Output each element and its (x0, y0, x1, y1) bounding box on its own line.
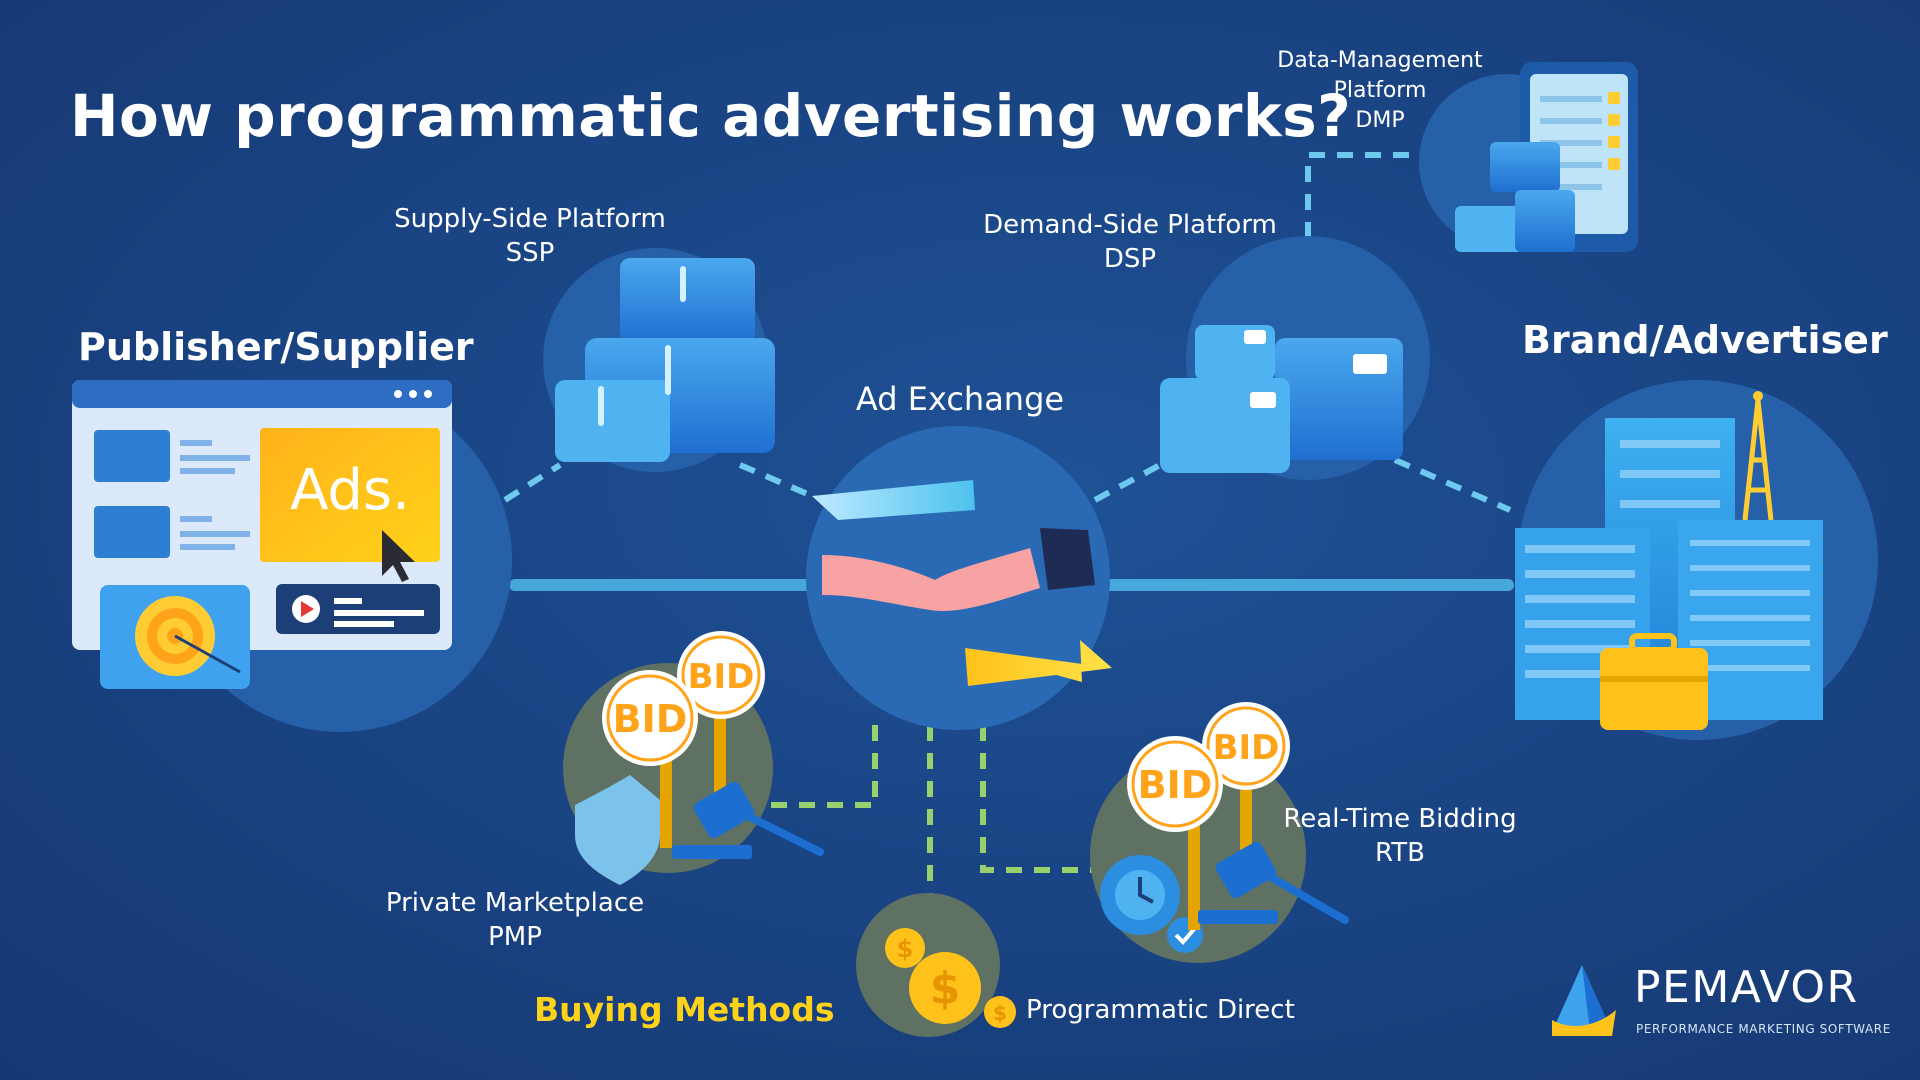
dmp-abbr: DMP (1355, 108, 1405, 133)
play-icon (301, 601, 314, 617)
cursor-icon (382, 530, 415, 582)
ssp-abbr: SSP (505, 238, 555, 268)
direct-label: Programmatic Direct (1026, 995, 1295, 1025)
svg-text:$: $ (993, 1001, 1007, 1025)
pmp-name: Private Marketplace (385, 888, 645, 918)
bid-sign-text: BID (1138, 763, 1213, 807)
dollar-coin-icon (984, 996, 1016, 1028)
dsp-boxes-illustration (1160, 325, 1403, 473)
briefcase-icon (1600, 648, 1708, 730)
shield-icon (575, 775, 660, 885)
arrow-left-icon (812, 480, 975, 520)
direct-coins-illustration: $ $ $ (885, 928, 1016, 1028)
page-title: How programmatic advertising works? (70, 82, 1352, 150)
bid-sign-text: BID (688, 657, 755, 697)
dsp-name: Demand-Side Platform (983, 210, 1277, 240)
dart-icon (174, 634, 241, 674)
publisher-label: Publisher/Supplier (78, 325, 474, 369)
dmp-name-line2: Platform (1333, 78, 1427, 103)
ssp-boxes-illustration (555, 258, 775, 462)
brand-logo-name: PEMAVOR (1634, 962, 1859, 1013)
clock-icon (1138, 877, 1154, 904)
pemavor-logo-icon (1552, 965, 1616, 1036)
video-player (276, 584, 440, 634)
dmp-tablet-illustration (1455, 62, 1638, 252)
ad-exchange-label: Ad Exchange (855, 380, 1065, 418)
pmp-abbr: PMP (488, 922, 542, 952)
dollar-coin-icon (885, 928, 925, 968)
rtb-name: Real-Time Bidding (1283, 804, 1517, 834)
bid-sign-text: BID (1213, 728, 1280, 768)
buying-connectors (765, 725, 1100, 905)
ad-exchange-illustration (812, 480, 1112, 686)
pmp-label: Private Marketplace PMP (370, 886, 660, 954)
ads-banner (260, 428, 440, 562)
ssp-label: Supply-Side Platform SSP (380, 202, 680, 270)
ssp-name: Supply-Side Platform (394, 204, 666, 234)
gavel-icon (1215, 841, 1277, 899)
handshake-icon (822, 548, 1040, 611)
rtb-abbr: RTB (1375, 838, 1425, 868)
dsp-label: Demand-Side Platform DSP (970, 208, 1290, 276)
dmp-name-line1: Data-Management (1277, 48, 1483, 73)
svg-text:$: $ (897, 935, 914, 963)
rtb-illustration: BID BID (1100, 702, 1349, 953)
brand-buildings-illustration (1515, 391, 1823, 730)
dollar-coin-icon (909, 952, 981, 1024)
rtb-label: Real-Time Bidding RTB (1270, 802, 1530, 870)
brand-logo-tagline: PERFORMANCE MARKETING SOFTWARE (1636, 1022, 1891, 1036)
brand-label: Brand/Advertiser (1522, 318, 1888, 362)
dmp-label: Data-Management Platform DMP (1255, 46, 1505, 136)
publisher-browser-illustration (72, 380, 452, 689)
pmp-illustration: BID BID (575, 631, 824, 885)
arrow-right-icon (965, 648, 1112, 686)
bid-sign-text: BID (613, 697, 688, 741)
buying-methods-heading: Buying Methods (534, 990, 835, 1029)
dashed-connectors (503, 152, 1512, 513)
gavel-icon (693, 781, 755, 839)
ads-banner-text: Ads. (290, 458, 410, 523)
svg-text:$: $ (930, 963, 961, 1014)
dsp-abbr: DSP (1103, 244, 1157, 274)
